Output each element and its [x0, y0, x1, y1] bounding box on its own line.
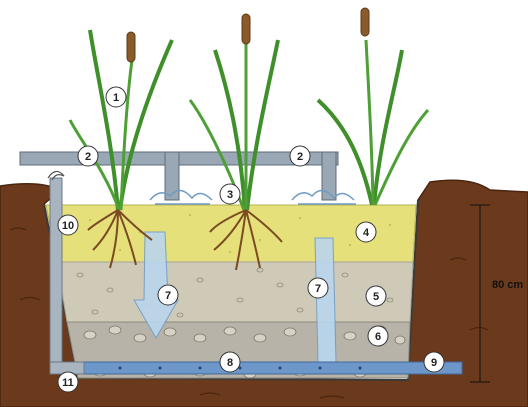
callout-2-left-label: 2 — [85, 151, 91, 163]
callout-10-label: 10 — [62, 220, 74, 232]
callout-8-label: 8 — [227, 357, 233, 369]
callout-7-left: 7 — [158, 285, 178, 305]
water-flow-right — [315, 238, 336, 362]
callout-6-label: 6 — [375, 331, 381, 343]
callout-3-label: 3 — [227, 189, 233, 201]
callout-7-left-label: 7 — [165, 290, 171, 302]
callout-9: 9 — [424, 352, 444, 372]
callout-7-right-label: 7 — [315, 283, 321, 295]
reed-plant-middle — [190, 14, 278, 210]
callout-10: 10 — [58, 215, 78, 235]
vent-pipe — [50, 178, 62, 370]
callout-9-label: 9 — [431, 357, 437, 369]
callout-5-label: 5 — [373, 291, 379, 303]
callout-5: 5 — [366, 286, 386, 306]
callout-2-right: 2 — [290, 146, 310, 166]
callout-1: 1 — [106, 87, 126, 107]
callout-8: 8 — [220, 352, 240, 372]
callout-11-label: 11 — [62, 377, 74, 389]
callout-1-label: 1 — [113, 92, 119, 104]
reed-plant-left — [70, 30, 172, 210]
callout-2-left: 2 — [78, 146, 98, 166]
drain-pipe — [80, 362, 462, 374]
callout-4-label: 4 — [363, 227, 370, 239]
callout-11: 11 — [58, 372, 78, 392]
callout-6: 6 — [368, 326, 388, 346]
inlet-splash-left — [150, 190, 212, 204]
inlet-drop-left — [165, 152, 179, 200]
callout-4: 4 — [356, 222, 376, 242]
callout-7-right: 7 — [308, 278, 328, 298]
callout-3: 3 — [220, 184, 240, 204]
depth-dimension-label: 80 cm — [492, 279, 523, 291]
callout-2-right-label: 2 — [297, 151, 303, 163]
